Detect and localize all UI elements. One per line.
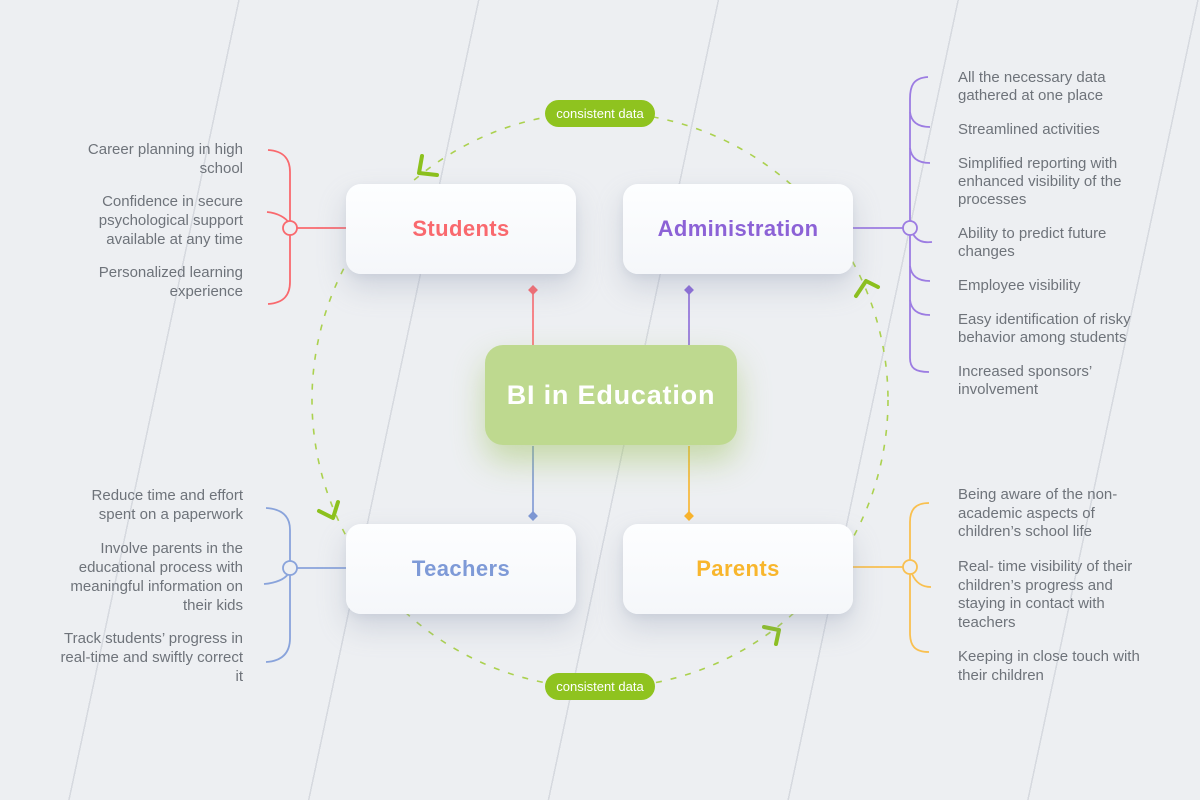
consistent-data-badge-bottom-label: consistent data [556, 679, 644, 694]
benefit-item: Real- time visibility of their children’… [958, 558, 1133, 631]
center-topic-box: BI in Education [485, 345, 737, 445]
benefit-item: Easy identification of risky behavior am… [958, 311, 1131, 346]
arrowhead-top-left-icon [417, 154, 439, 177]
benefit-item: Reduce time and effort spent on a paperw… [91, 487, 243, 523]
arrowhead-bottom-right-icon [762, 625, 781, 646]
administration-card: Administration [623, 184, 853, 274]
arrowhead-right-icon [854, 279, 880, 298]
parents-card-title: Parents [696, 556, 780, 581]
benefit-item: Being aware of the non-academic aspects … [958, 486, 1118, 540]
benefit-item: Involve parents in the educational proce… [70, 540, 243, 614]
benefit-item: Confidence in secure psychological suppo… [98, 193, 243, 248]
arrowhead-bottom-left-icon [317, 500, 340, 520]
administration-benefits-list: All the necessary data gathered at one p… [958, 69, 1158, 399]
benefit-item: Employee visibility [958, 277, 1081, 294]
consistent-data-badge-top: consistent data [545, 100, 655, 127]
benefit-item: Track students’ progress in real-time an… [60, 630, 243, 685]
benefit-item: Keeping in close touch with their childr… [958, 648, 1140, 684]
benefit-item: Streamlined activities [958, 121, 1100, 138]
administration-brace [853, 76, 933, 373]
teachers-brace [263, 507, 346, 663]
teachers-diamond-icon [528, 511, 538, 521]
parents-card: Parents [623, 524, 853, 614]
teachers-node-circle [282, 560, 298, 576]
benefit-item: Personalized learning experience [98, 264, 243, 300]
benefit-item: Simplified reporting with enhanced visib… [958, 155, 1122, 208]
teachers-card-title: Teachers [411, 556, 511, 581]
administration-card-title: Administration [657, 216, 819, 241]
students-node-circle [282, 220, 298, 236]
students-benefits-list: Career planning in high school Confidenc… [55, 140, 243, 301]
parents-brace [853, 502, 932, 653]
parents-node-circle [902, 559, 918, 575]
center-links [528, 285, 694, 521]
benefit-item: Ability to predict future changes [958, 225, 1107, 260]
benefit-item: Career planning in high school [87, 141, 243, 177]
parents-benefits-list: Being aware of the non-academic aspects … [958, 486, 1158, 685]
students-brace [266, 149, 346, 305]
cycle-arrowheads [317, 154, 880, 646]
center-topic-title: BI in Education [506, 379, 716, 410]
students-diamond-icon [528, 285, 538, 295]
students-card: Students [346, 184, 576, 274]
administration-node-circle [902, 220, 918, 236]
consistent-data-badge-bottom: consistent data [545, 673, 655, 700]
benefit-item: All the necessary data gathered at one p… [958, 69, 1106, 104]
parents-diamond-icon [684, 511, 694, 521]
administration-diamond-icon [684, 285, 694, 295]
consistent-data-badge-top-label: consistent data [556, 106, 644, 121]
students-card-title: Students [412, 216, 510, 241]
teachers-card: Teachers [346, 524, 576, 614]
benefit-item: Increased sponsors’ involvement [958, 363, 1092, 398]
teachers-benefits-list: Reduce time and effort spent on a paperw… [55, 486, 243, 686]
